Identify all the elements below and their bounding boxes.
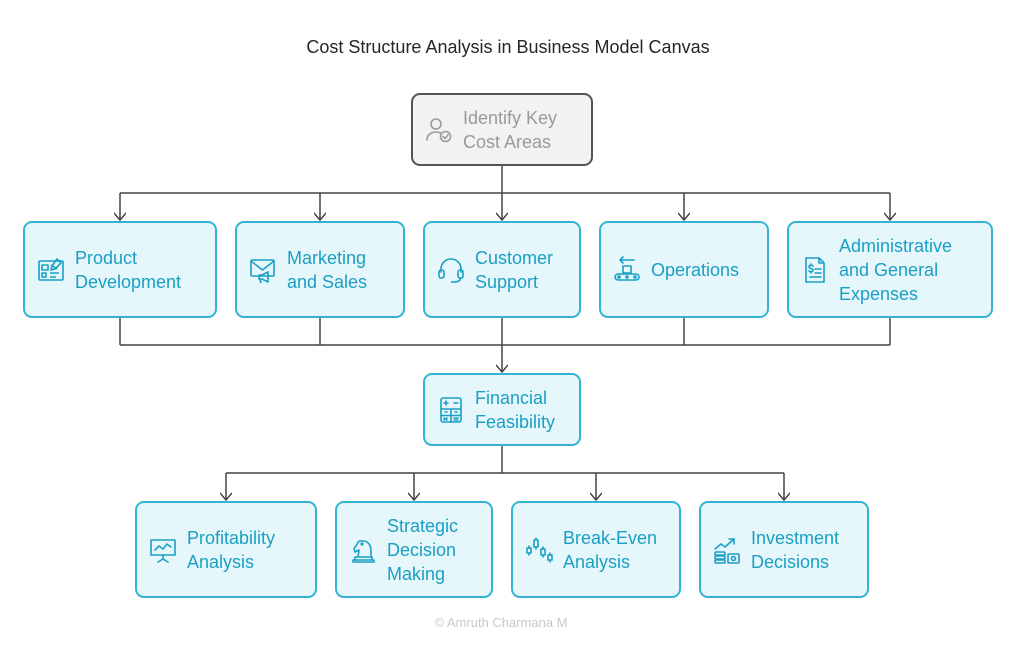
presentation-chart-icon: [147, 534, 179, 566]
blueprint-icon: [35, 254, 67, 286]
candlestick-icon: [523, 534, 555, 566]
money-growth-icon: [711, 534, 743, 566]
profitability-analysis-label: Profitability Analysis: [187, 527, 276, 572]
customer-support-label: Customer Support: [475, 247, 554, 292]
break-even-analysis-node: Break-Even Analysis: [511, 501, 681, 598]
profitability-analysis-node: Profitability Analysis: [135, 501, 317, 598]
root-node: Identify Key Cost Areas: [411, 93, 593, 166]
calculator-icon: [435, 394, 467, 426]
financial-feasibility-node: Financial Feasibility: [423, 373, 581, 446]
customer-support-node: Customer Support: [423, 221, 581, 318]
strategic-decision-making-label: Strategic Decision Making: [387, 515, 459, 584]
investment-decisions-label: Investment Decisions: [751, 527, 840, 572]
product-development-node: Product Development: [23, 221, 217, 318]
invoice-icon: [799, 254, 831, 286]
marketing-and-sales-node: Marketing and Sales: [235, 221, 405, 318]
person-check-icon: [423, 114, 455, 146]
administrative-and-general-expenses-node: Administrative and General Expenses: [787, 221, 993, 318]
marketing-and-sales-label: Marketing and Sales: [287, 247, 368, 292]
copyright-footer: © Amruth Charmana M: [434, 615, 568, 630]
operations-label: Operations: [651, 259, 740, 280]
headset-icon: [435, 254, 467, 286]
strategic-decision-making-node: Strategic Decision Making: [335, 501, 493, 598]
chess-knight-icon: [347, 534, 379, 566]
root-node-label: Identify Key Cost Areas: [463, 107, 558, 152]
financial-feasibility-label: Financial Feasibility: [475, 387, 556, 432]
conveyor-icon: [611, 254, 643, 286]
envelope-megaphone-icon: [247, 254, 279, 286]
diagram-title: Cost Structure Analysis in Business Mode…: [306, 37, 710, 57]
break-even-analysis-label: Break-Even Analysis: [563, 527, 658, 572]
administrative-and-general-expenses-label: Administrative and General Expenses: [839, 235, 953, 304]
investment-decisions-node: Investment Decisions: [699, 501, 869, 598]
product-development-label: Product Development: [75, 247, 182, 292]
operations-node: Operations: [599, 221, 769, 318]
